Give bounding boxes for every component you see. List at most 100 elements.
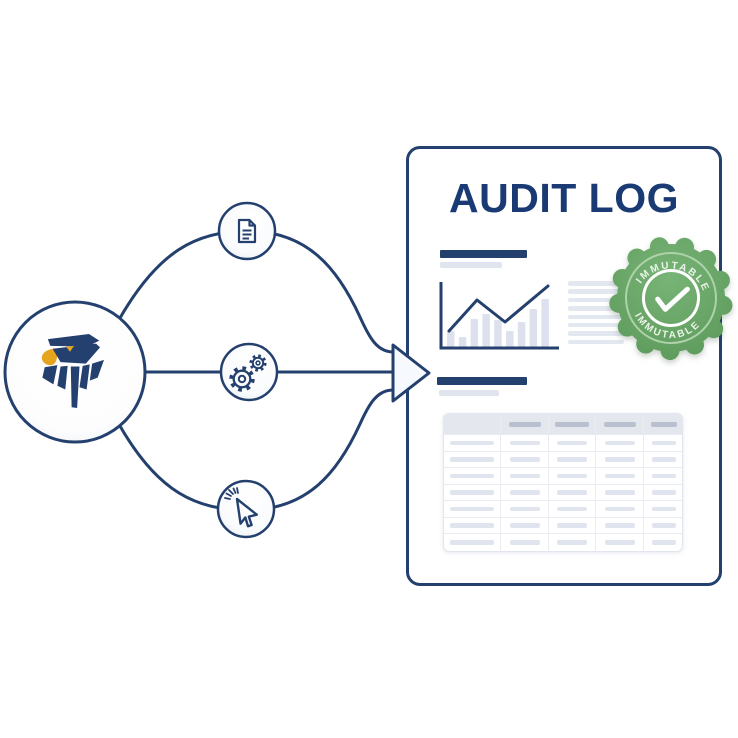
cell-value-placeholder [557, 506, 587, 512]
cursor-click-icon [224, 487, 258, 528]
chart-bar [541, 299, 549, 347]
table-cell [444, 484, 501, 502]
table-cell [549, 468, 596, 485]
table-cell [549, 435, 596, 452]
cell-value-placeholder [508, 421, 541, 427]
cell-value-placeholder [450, 457, 494, 462]
text-line-placeholder [568, 314, 646, 320]
cell-value-placeholder [509, 457, 540, 462]
table-cell [501, 468, 549, 485]
subheading-placeholder [439, 390, 499, 396]
table-cell [501, 484, 549, 502]
cell-value-placeholder [652, 490, 676, 495]
table-cell [501, 517, 549, 535]
table-header-cell [644, 414, 682, 435]
cell-value-placeholder [450, 540, 494, 545]
logo-circle [3, 300, 147, 444]
cell-value-placeholder [604, 540, 635, 545]
source-circle-user-action [216, 479, 276, 539]
cell-value-placeholder [652, 523, 676, 528]
table-cell [596, 534, 644, 551]
table-cell [644, 452, 682, 469]
table-cell [501, 501, 549, 518]
chart-trend-line [447, 284, 550, 333]
cell-value-placeholder [509, 440, 540, 446]
cell-value-placeholder [557, 440, 587, 446]
table-header-cell [549, 414, 596, 435]
table-cell [596, 501, 644, 518]
chart-axes [439, 282, 559, 350]
cell-value-placeholder [652, 540, 676, 545]
table-cell [644, 485, 682, 502]
cell-value-placeholder [604, 523, 635, 528]
audit-table [443, 413, 683, 552]
cell-value-placeholder [603, 421, 636, 427]
source-circle-process [219, 342, 279, 402]
table-cell [596, 517, 644, 535]
cell-value-placeholder [450, 490, 494, 495]
cell-value-placeholder [604, 490, 635, 495]
cell-value-placeholder [604, 506, 635, 512]
table-cell [444, 517, 501, 535]
table-cell [549, 484, 596, 502]
table-cell [549, 534, 596, 551]
badge-center-circle [642, 269, 700, 327]
cell-value-placeholder [652, 506, 676, 512]
table-cell [444, 435, 501, 452]
connector-bottom [118, 388, 394, 512]
table-cell [596, 451, 644, 469]
cell-value-placeholder [509, 490, 540, 495]
cell-value-placeholder [557, 540, 587, 545]
cell-value-placeholder [450, 473, 494, 479]
cell-value-placeholder [651, 421, 677, 427]
table-cell [501, 451, 549, 469]
table-header-cell [596, 414, 644, 435]
text-line-placeholder [568, 306, 642, 311]
text-line-placeholder [568, 297, 646, 303]
table-cell [596, 484, 644, 502]
text-line-placeholder [568, 322, 638, 328]
text-line-placeholder [568, 339, 624, 345]
cell-value-placeholder [509, 523, 540, 528]
table-cell [444, 534, 501, 551]
table-cell [644, 534, 682, 551]
chart-bars [447, 299, 549, 347]
cell-value-placeholder [509, 473, 540, 479]
cell-value-placeholder [604, 440, 635, 446]
chart-bar [517, 322, 526, 347]
chart-bar [447, 331, 455, 347]
cell-value-placeholder [450, 440, 494, 446]
cell-value-placeholder [509, 506, 540, 512]
cell-value-placeholder [652, 473, 676, 479]
cell-value-placeholder [652, 440, 676, 446]
text-line-placeholder [568, 281, 646, 286]
connector-top [118, 229, 394, 354]
badge-inner-ring [625, 252, 717, 344]
line-bar-chart [439, 282, 559, 350]
table-cell [444, 451, 501, 469]
eagle-icon [41, 334, 104, 408]
audit-log-document: AUDIT LOG [406, 146, 722, 586]
chart-bar [458, 337, 467, 347]
cell-value-placeholder [557, 457, 587, 462]
table-header-cell [501, 414, 549, 435]
subheading-placeholder [440, 262, 502, 268]
gears-icon [229, 354, 267, 392]
text-placeholder-lines [568, 281, 646, 348]
table-cell [444, 468, 501, 485]
chart-bar [494, 320, 502, 347]
cell-value-placeholder [557, 473, 587, 479]
table-cell [501, 534, 549, 551]
text-line-placeholder [568, 331, 646, 336]
document-icon [237, 218, 257, 244]
table-cell [549, 517, 596, 535]
table-header-cell [444, 414, 501, 435]
chart-bar [482, 314, 490, 347]
cell-value-placeholder [604, 457, 635, 462]
table-cell [644, 518, 682, 535]
table-cell [596, 435, 644, 452]
section-heading-placeholder [437, 377, 527, 385]
cell-value-placeholder [450, 523, 494, 528]
source-circle-document [217, 201, 277, 261]
